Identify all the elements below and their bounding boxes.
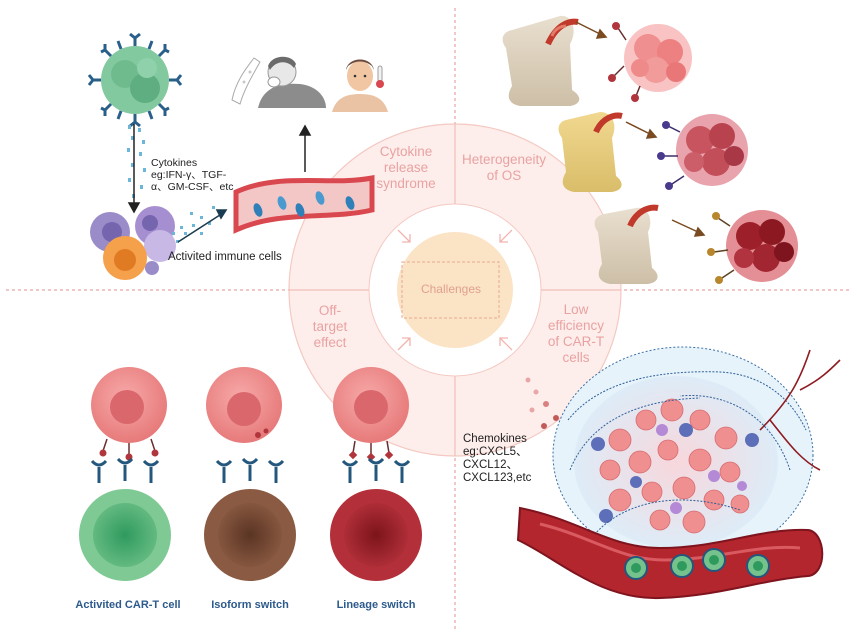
low-efficiency-label: Low efficiency of CAR-T cells — [547, 302, 605, 365]
fever-person-icon — [332, 59, 388, 112]
arrow-icon — [575, 21, 608, 39]
activated-immune-cells-label: Activited immune cells — [168, 251, 282, 263]
tumor-cell-icon — [206, 367, 282, 443]
thermometer-icon — [376, 65, 384, 88]
tumor-cell-icon — [333, 367, 409, 462]
chemokines-note: Chemokines eg:CXCL5、 CXCL12、 CXCL123,etc — [463, 433, 532, 484]
tumor-mass-icon — [552, 346, 841, 564]
car-t-cell-caption: Activited CAR-T cell — [75, 599, 181, 611]
bone-icon — [558, 112, 623, 192]
off-target-effect-label: Off- target effect — [312, 303, 348, 350]
tumor-cell-icon — [707, 210, 798, 284]
t-cell-icon — [204, 457, 296, 581]
cytokines-note: Cytokines eg:IFN-γ、TGF- α、GM-CSF、etc — [151, 157, 234, 193]
arrow-icon — [127, 124, 141, 214]
t-cell-icon — [330, 457, 422, 581]
arrow-icon — [397, 229, 513, 351]
t-cell-icon — [79, 457, 171, 581]
heterogeneity-label: Heterogeneity of OS — [461, 152, 547, 183]
car-t-cell-icon — [87, 32, 183, 128]
blood-vessel-icon — [516, 506, 824, 600]
cough-person-icon — [258, 56, 326, 108]
arrow-icon — [298, 124, 312, 172]
cytokine-spray — [172, 206, 215, 243]
isoform-switch-caption: Isoform switch — [211, 599, 289, 611]
t-cell-icon — [624, 548, 770, 580]
immune-cells-icon — [90, 206, 176, 280]
blood-vessel-icon — [233, 174, 375, 234]
tumor-cell-icon — [91, 367, 167, 461]
lineage-switch-caption: Lineage switch — [336, 599, 416, 611]
cytokine-release-syndrome-label: Cytokine release syndrome — [376, 144, 436, 191]
bone-icon — [502, 15, 580, 106]
challenges-label: Challenges — [420, 282, 482, 296]
arrow-icon — [177, 209, 228, 243]
arrow-icon — [671, 219, 706, 237]
bone-icon — [594, 204, 659, 284]
tumor-cell-icon — [608, 22, 692, 102]
cytokine-stream — [127, 125, 146, 198]
tumor-cell-icon — [657, 114, 748, 190]
arrow-icon — [625, 121, 658, 139]
challenges-box — [401, 261, 500, 319]
skin-rash-icon — [231, 57, 261, 105]
